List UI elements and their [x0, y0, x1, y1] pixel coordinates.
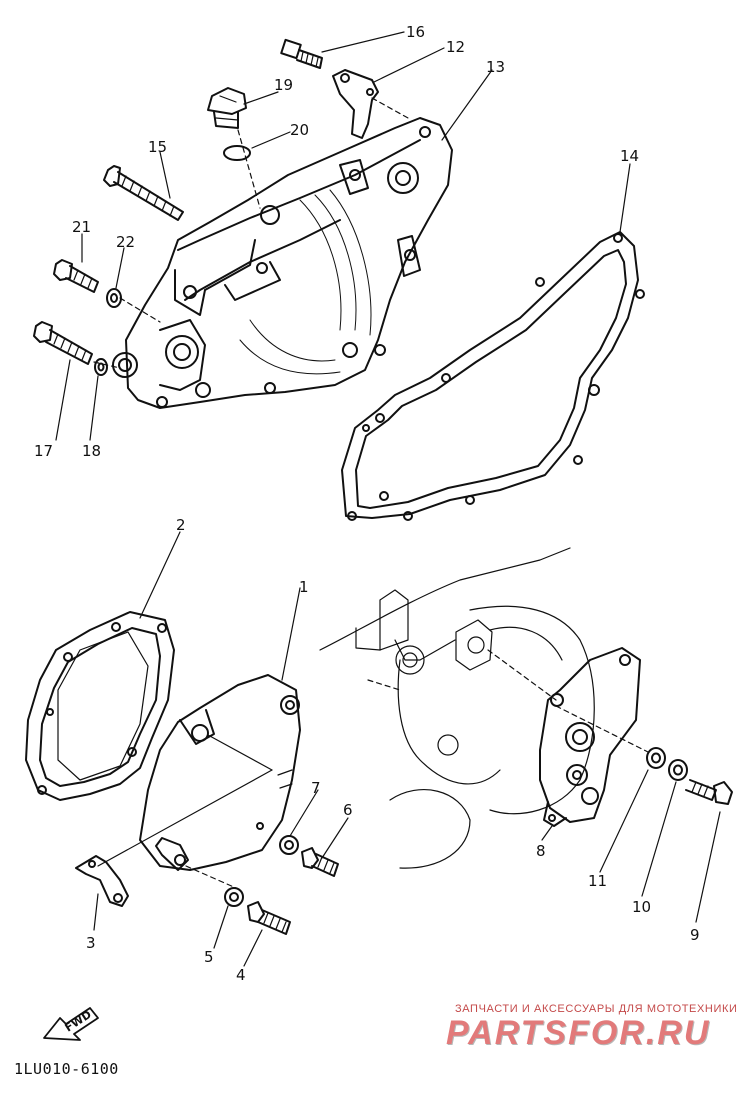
part-label-3: 3: [86, 934, 96, 952]
bolt-21: [53, 259, 99, 293]
bolt-15: [103, 165, 184, 221]
part-number-labels: 16 12 13 19 20 15 14 21 22 17 18 2 1 7 6…: [34, 23, 700, 984]
washer-10: [668, 759, 688, 781]
part-label-1: 1: [299, 578, 309, 596]
washer-11: [646, 747, 666, 769]
part-label-19: 19: [274, 76, 293, 94]
part-label-4: 4: [236, 966, 246, 984]
part-label-16: 16: [406, 23, 425, 41]
hook-clip: [332, 69, 379, 139]
part-label-17: 17: [34, 442, 53, 460]
washer-18: [94, 358, 108, 376]
part-label-5: 5: [204, 948, 214, 966]
fwd-arrow-icon: [43, 1007, 99, 1041]
lower-leader-lines: [93, 531, 721, 967]
watermark-subtitle: ЗАПЧАСТИ И АКСЕССУАРЫ ДЛЯ МОТОТЕХНИКИ: [455, 1003, 738, 1015]
gasket-14: [341, 231, 645, 521]
o-ring-20: [223, 145, 251, 161]
part-label-12: 12: [446, 38, 465, 56]
watermark-brand: PARTSFOR.RU: [446, 1014, 711, 1052]
part-label-13: 13: [486, 58, 505, 76]
part-label-15: 15: [148, 138, 167, 156]
part-label-10: 10: [632, 898, 651, 916]
part-label-11: 11: [588, 872, 607, 890]
washer-22: [106, 288, 122, 308]
bolt-4: [247, 901, 291, 935]
upper-leader-lines: [55, 31, 631, 441]
bolt-16: [280, 38, 323, 69]
bolt-6: [301, 847, 339, 877]
part-label-9: 9: [690, 926, 700, 944]
part-label-6: 6: [343, 801, 353, 819]
part-label-22: 22: [116, 233, 135, 251]
part-label-7: 7: [311, 779, 321, 797]
clip-3: [75, 855, 129, 907]
crankcase-cover: [112, 117, 453, 409]
gasket-2: [25, 611, 175, 801]
pump-housing: [539, 647, 641, 827]
engine-outline: [319, 547, 595, 869]
bolt-17: [33, 321, 93, 365]
washer-5: [224, 887, 244, 907]
diagram-code: 1LU010-6100: [14, 1060, 119, 1078]
bolt-9: [685, 779, 733, 805]
part-label-21: 21: [72, 218, 91, 236]
washer-7: [279, 835, 299, 855]
pump-cover: [139, 674, 301, 871]
part-label-18: 18: [82, 442, 101, 460]
part-label-14: 14: [620, 147, 639, 165]
part-label-8: 8: [536, 842, 546, 860]
part-label-20: 20: [290, 121, 309, 139]
filler-plug: [207, 87, 247, 129]
part-label-2: 2: [176, 516, 186, 534]
